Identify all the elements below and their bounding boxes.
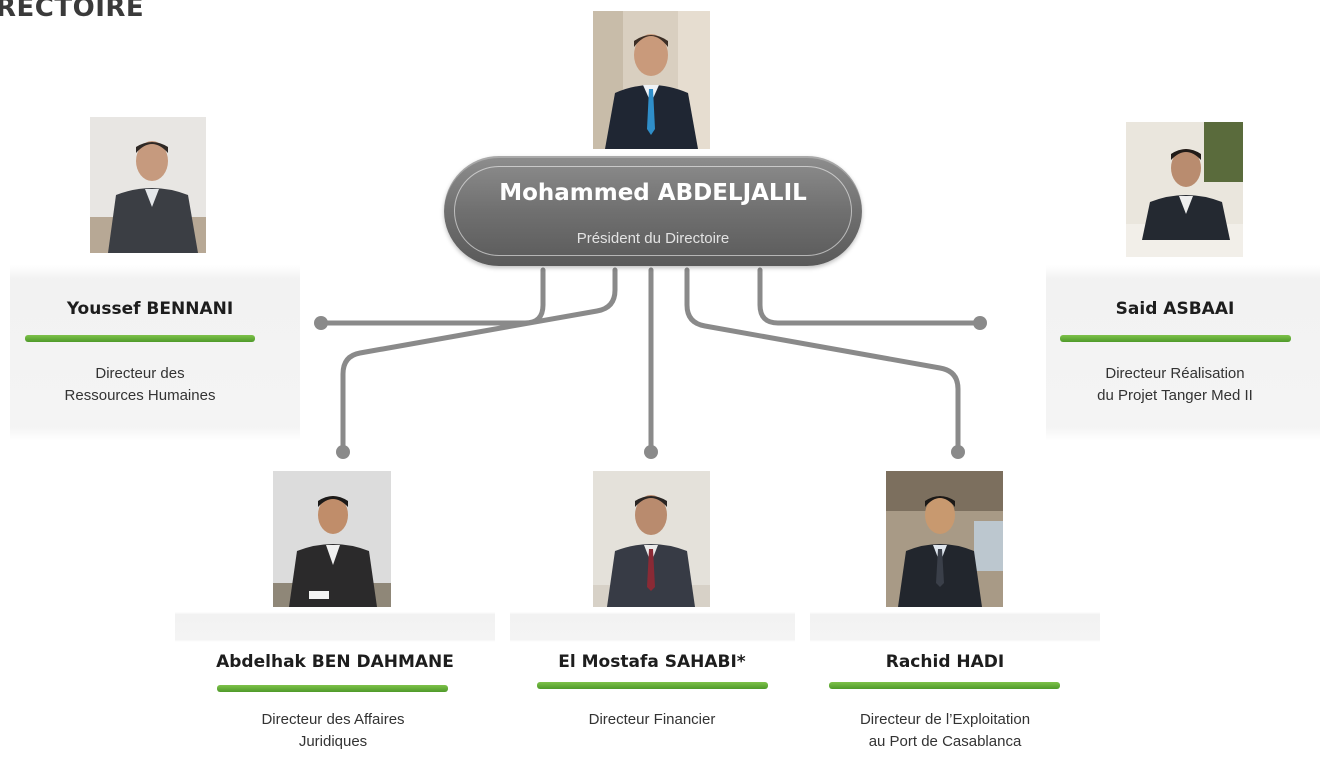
connector-bendahmane (340, 267, 618, 455)
member-role-line: Directeur des (95, 365, 185, 382)
member-role-line: Directeur de l’Exploitation (859, 711, 1031, 728)
photo-sahabi (593, 471, 710, 607)
member-name-bendahmane: Abdelhak BEN DAHMANE (216, 652, 454, 672)
connector-dot-bendahmane (336, 445, 350, 459)
connector-asbaai (757, 267, 983, 326)
president-role: Président du Directoire (576, 230, 730, 247)
member-role-line: du Projet Tanger Med II (1097, 387, 1253, 404)
member-name-asbaai: Said ASBAAI (1115, 299, 1235, 319)
member-role-sahabi: Directeur Financier (520, 709, 784, 731)
member-bar-asbaai (1060, 335, 1291, 342)
page-title: RECTOIRE (0, 0, 145, 23)
member-bar-bennani (25, 335, 255, 342)
connector-dot-hadi (951, 445, 965, 459)
member-card-sahabi (510, 612, 795, 642)
member-card-asbaai (1046, 265, 1320, 441)
president-box: Mohammed ABDELJALIL Président du Directo… (444, 156, 862, 266)
connector-dot-asbaai (973, 316, 987, 330)
connector-bennani (318, 267, 546, 326)
member-card-bennani (10, 265, 300, 441)
member-role-line: au Port de Casablanca (868, 733, 1022, 750)
member-role-hadi: Directeur de l’Exploitation au Port de C… (810, 709, 1080, 753)
connector-hadi (684, 267, 961, 455)
president-name: Mohammed ABDELJALIL (499, 180, 807, 206)
member-role-bennani: Directeur des Ressources Humaines (20, 363, 260, 407)
photo-asbaai (1126, 122, 1243, 257)
member-card-bendahmane (175, 612, 495, 642)
member-role-line: Directeur Financier (588, 711, 716, 728)
member-name-sahabi: El Mostafa SAHABI* (558, 652, 746, 672)
member-role-bendahmane: Directeur des Affaires Juridiques (200, 709, 466, 753)
member-name-hadi: Rachid HADI (885, 652, 1005, 672)
member-role-line: Juridiques (298, 733, 368, 750)
photo-bennani (90, 117, 206, 253)
photo-hadi (886, 471, 1003, 607)
member-role-asbaai: Directeur Réalisation du Projet Tanger M… (1050, 363, 1300, 407)
member-role-line: Ressources Humaines (64, 387, 216, 404)
member-bar-bendahmane (217, 685, 448, 692)
member-name-bennani: Youssef BENNANI (66, 299, 234, 319)
member-role-line: Directeur Réalisation (1105, 365, 1245, 382)
connector-dot-bennani (314, 316, 328, 330)
photo-bendahmane (273, 471, 391, 607)
member-card-hadi (810, 612, 1100, 642)
connector-dot-sahabi (644, 445, 658, 459)
member-bar-sahabi (537, 682, 768, 689)
member-role-line: Directeur des Affaires (261, 711, 405, 728)
president-photo (593, 11, 710, 149)
president-box-border (454, 166, 852, 256)
member-bar-hadi (829, 682, 1060, 689)
